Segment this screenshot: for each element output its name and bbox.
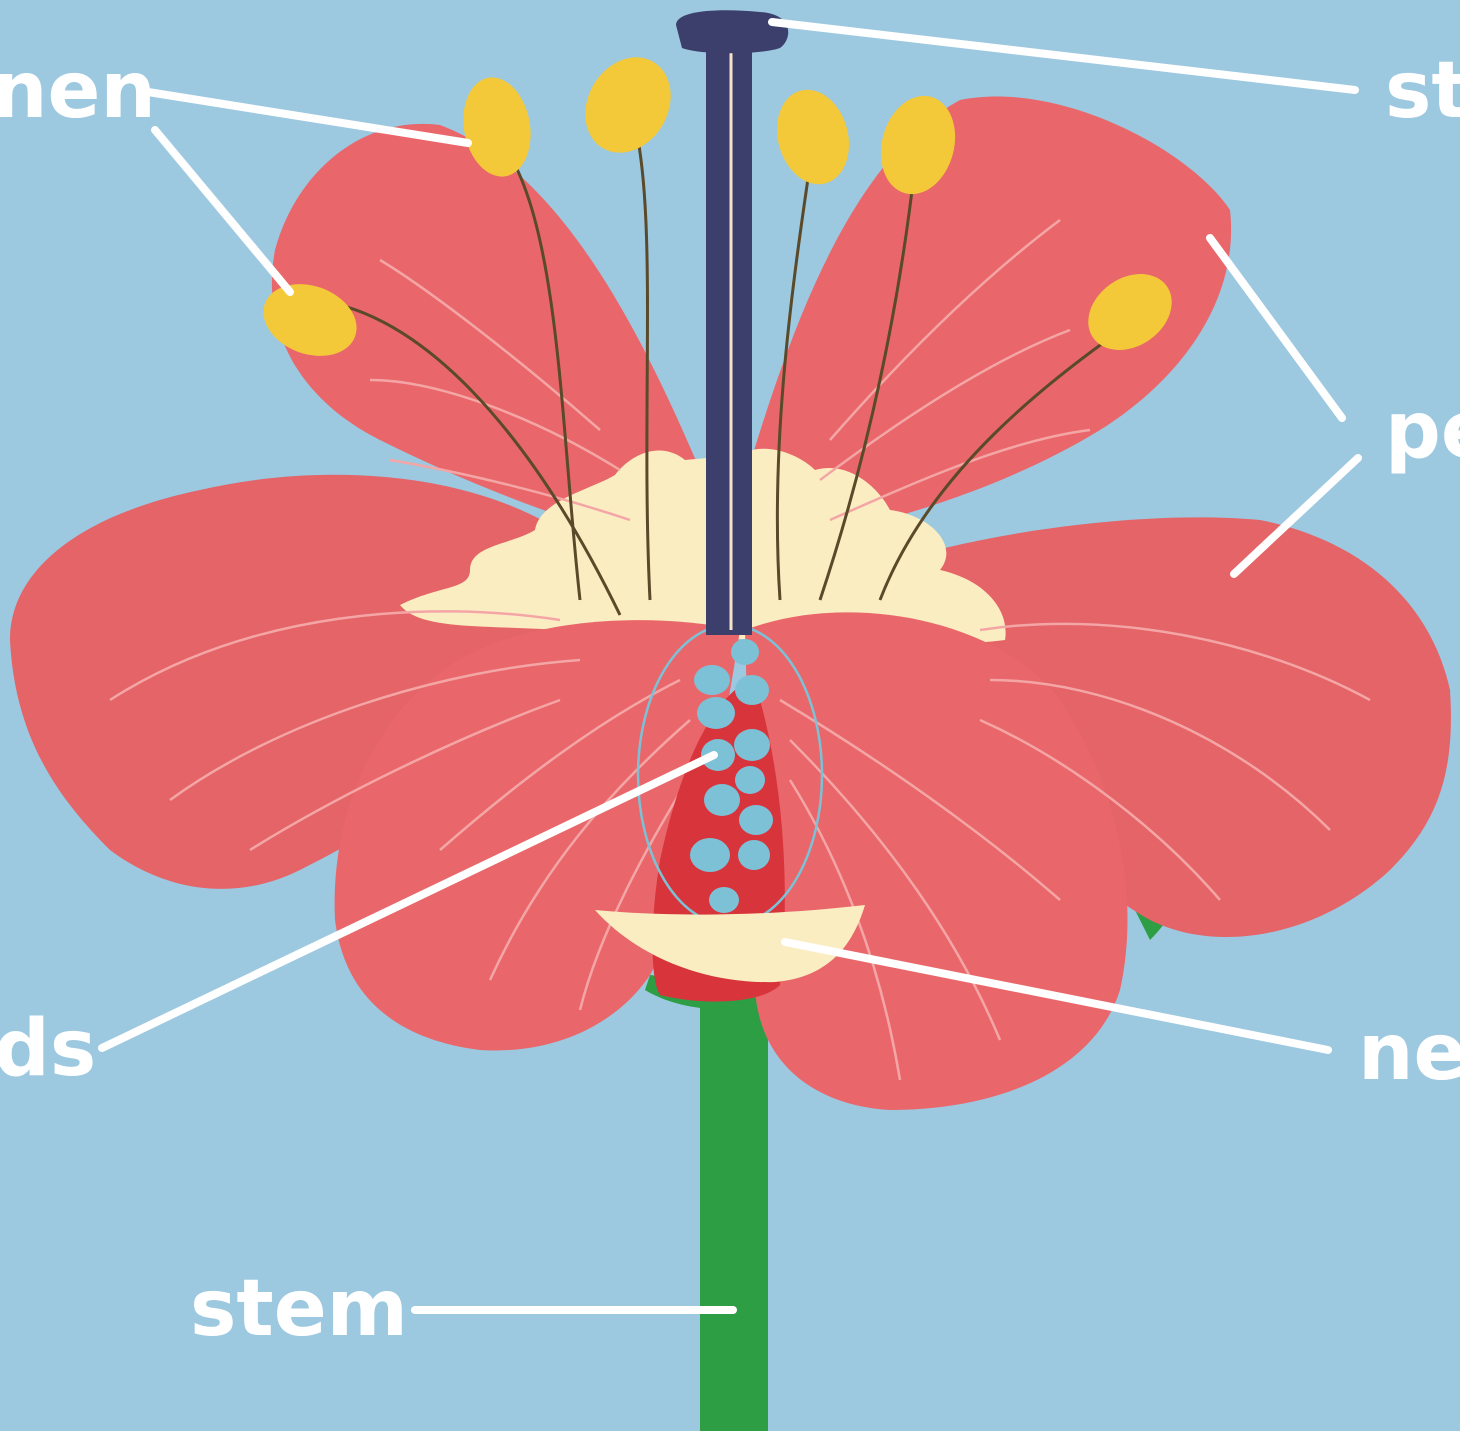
label-stamen: nen [0, 52, 156, 130]
label-seeds: ds [0, 1010, 96, 1088]
leader-stamen-a [148, 92, 468, 143]
stigma [676, 10, 788, 53]
leader-stigma [772, 22, 1355, 90]
anther-4 [767, 82, 859, 193]
anther-3 [568, 42, 687, 169]
stem [700, 985, 768, 1431]
leader-stamen-b [155, 130, 290, 292]
style [706, 45, 752, 635]
label-stem: stem [190, 1270, 408, 1348]
label-petal: pe [1385, 392, 1460, 470]
label-nectary: ne [1358, 1014, 1460, 1092]
label-stigma: st [1385, 52, 1460, 130]
leader-petal-a [1210, 238, 1342, 418]
